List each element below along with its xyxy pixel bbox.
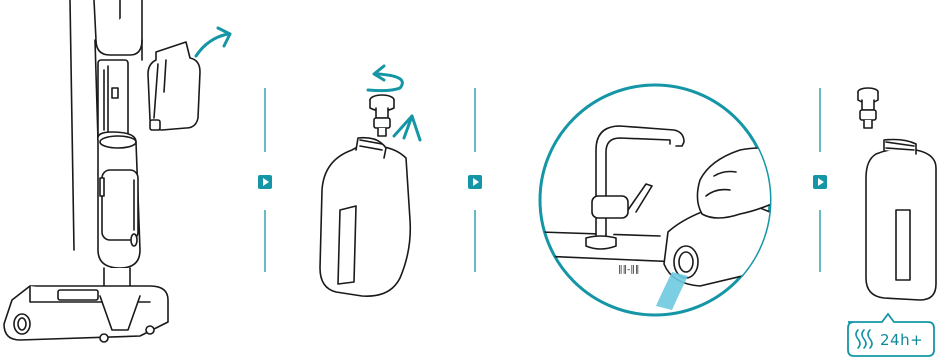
- step-2-unscrew-illustration: [320, 95, 410, 296]
- badge-label: 24h+: [880, 331, 923, 349]
- step-4-stand-illustration: [858, 88, 936, 300]
- tank-cap-separate: [858, 88, 878, 128]
- wait-24h-badge: 24h+: [848, 314, 934, 356]
- play-arrow-icon: [468, 175, 482, 189]
- svg-text:∥∥-∥∥: ∥∥-∥∥: [618, 265, 639, 275]
- removed-tank: [148, 42, 200, 130]
- play-arrow-icon: [258, 175, 272, 189]
- play-arrow-icon: [813, 175, 827, 189]
- tank-standing: [866, 140, 936, 301]
- tank-cap: [370, 95, 394, 136]
- step-1-vacuum-illustration: [4, 0, 200, 342]
- step-3-fill-illustration: ∥∥-∥∥: [540, 85, 780, 315]
- tank-bottle: [320, 138, 410, 296]
- lift-arrow-icon: [196, 28, 230, 56]
